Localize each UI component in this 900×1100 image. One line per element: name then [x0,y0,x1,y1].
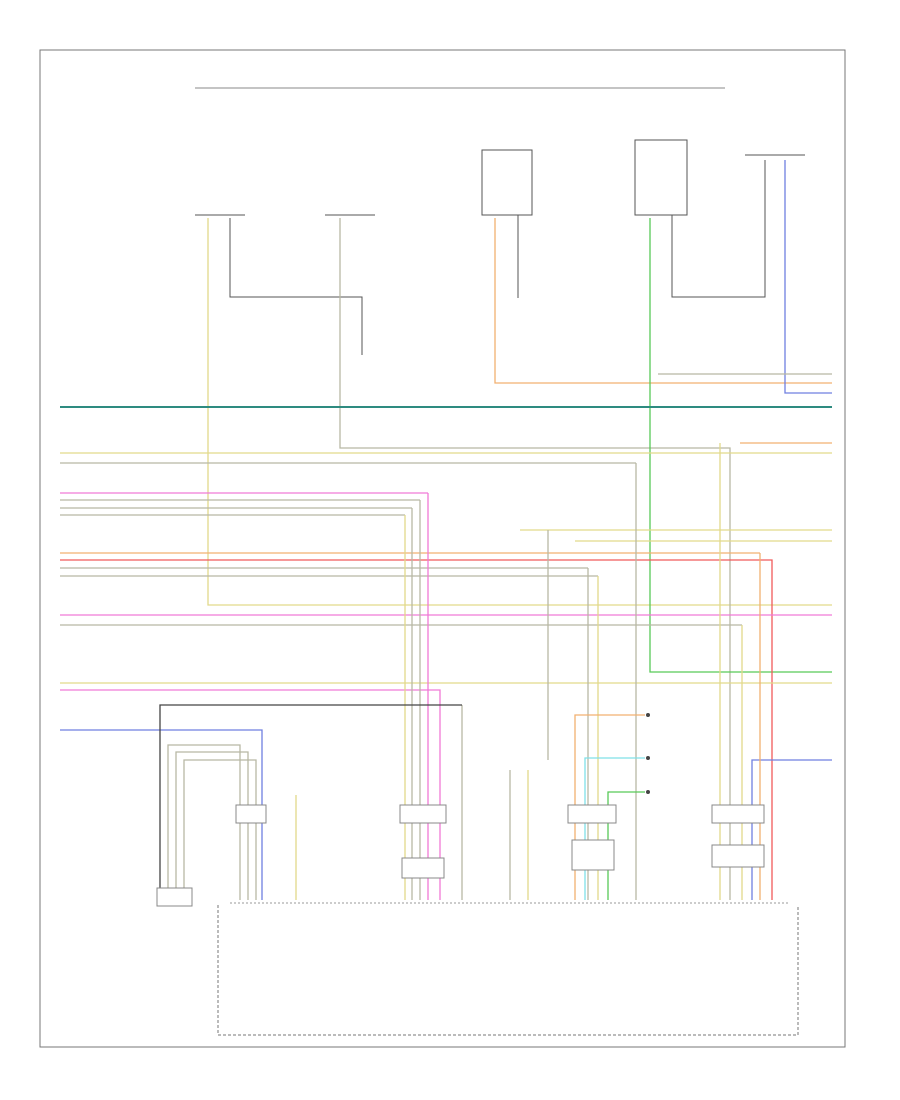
vertical-feeds [207,160,832,900]
ground-markers [646,713,650,794]
feed-orange-small [574,714,645,900]
harness-wire-gray-1 [167,744,241,900]
module-outline [217,905,799,1036]
pin-block-1 [235,804,267,824]
ground-marker-2 [646,756,650,760]
pin-block-3 [401,857,445,879]
ground-path-1 [229,218,363,355]
bus-blue-730 [60,729,263,900]
bus-red-560 [60,559,773,900]
ground-marker-1 [646,713,650,717]
feed-orange-3 [494,218,832,384]
connector-pins [156,804,765,907]
top-components [195,139,805,355]
pin-block-7 [711,844,765,868]
feed-yellow-1 [207,218,832,606]
feed-gray-2 [339,218,731,900]
connector-drops [295,443,761,900]
ground-marker-3 [646,790,650,794]
feed-blue-5 [784,160,832,394]
pin-block-lower-left [156,887,193,907]
ground-path-2 [671,160,766,298]
feed-green-4 [649,218,832,673]
harness-wire-gray-3 [183,759,257,900]
bus-blue-760 [751,759,832,900]
harness-wire-dark [159,704,462,900]
pin-block-2 [399,804,447,824]
bus-wires [60,373,832,900]
harness-wire-gray-2 [175,751,249,900]
pin-block-5 [571,839,615,871]
component-box-3 [481,149,533,216]
bus-pink-690 [60,689,441,900]
component-box-4 [634,139,688,216]
pin-block-6 [711,804,765,824]
diagram-frame [39,49,846,1048]
pin-block-4 [567,804,617,824]
